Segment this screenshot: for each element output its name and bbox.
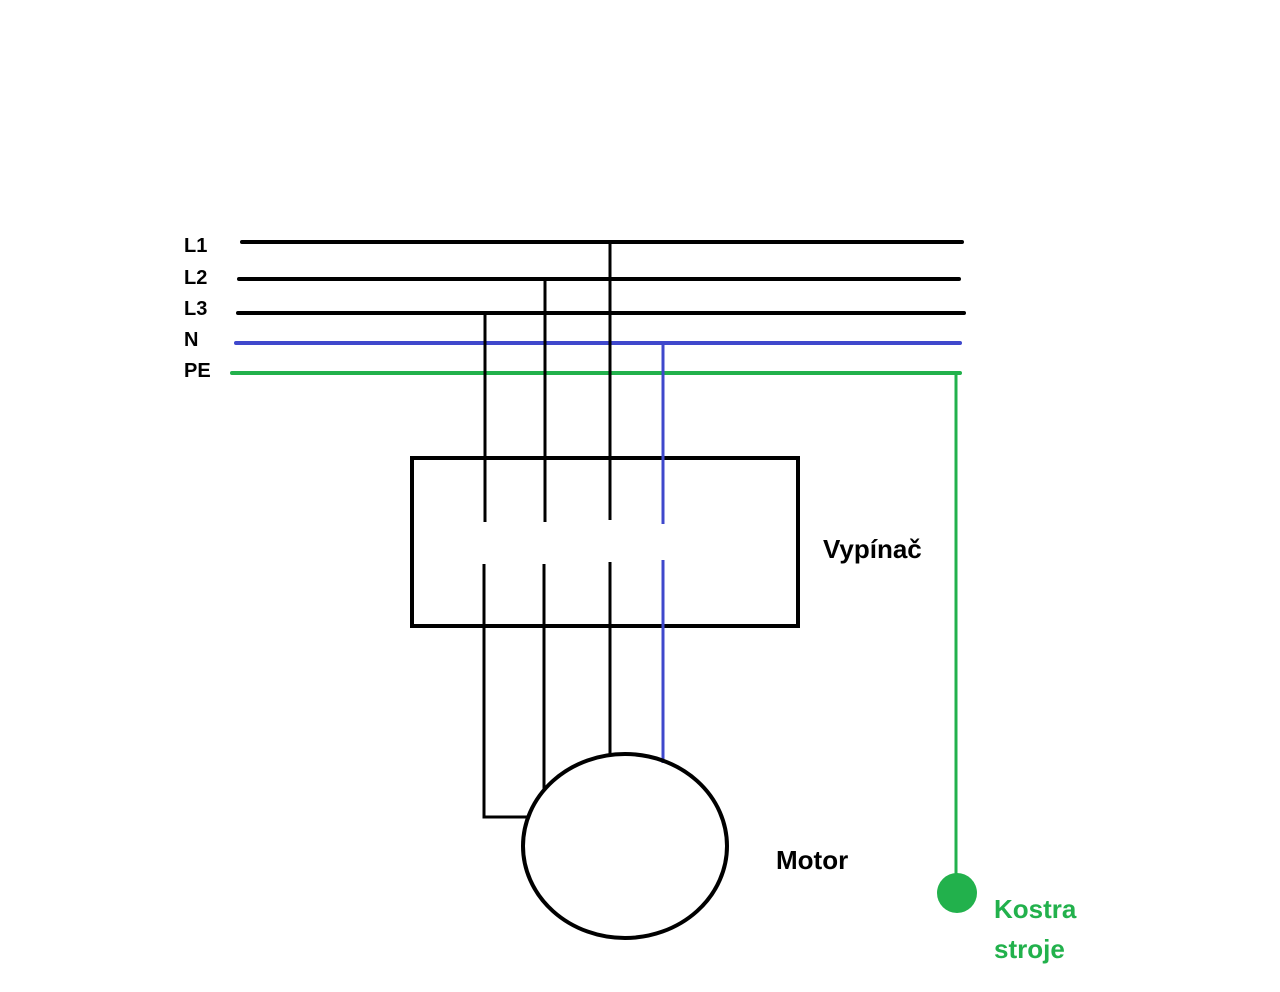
label-pe: PE — [184, 360, 211, 382]
label-l3: L3 — [184, 298, 207, 320]
ground-point-icon — [937, 873, 977, 913]
label-l1: L1 — [184, 235, 207, 257]
switch-label: Vypínač — [823, 534, 922, 564]
wire-l3 — [482, 313, 528, 819]
motor-label: Motor — [776, 845, 848, 875]
switch-box — [410, 456, 800, 628]
wire-l2 — [542, 279, 547, 790]
ground-label-line1: Kostra — [994, 894, 1077, 924]
motor-symbol — [521, 752, 729, 940]
label-n: N — [184, 329, 198, 351]
label-l2: L2 — [184, 267, 207, 289]
ground-label-line2: stroje — [994, 934, 1065, 964]
